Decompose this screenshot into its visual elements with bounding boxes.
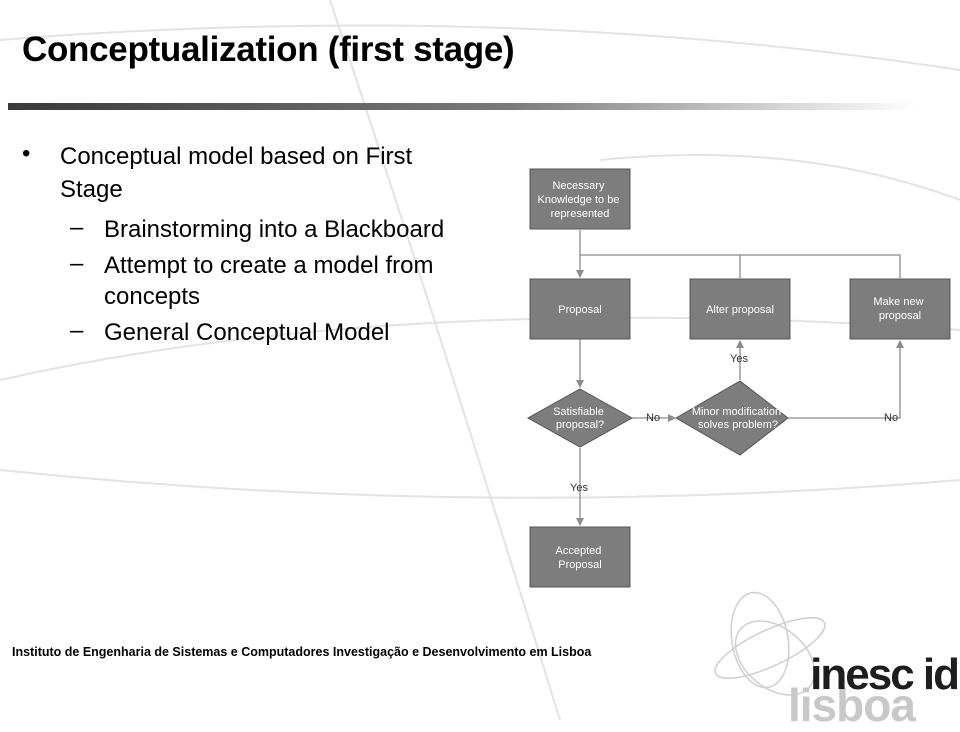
- sub-bullet-dash: –: [70, 250, 84, 277]
- label-yes: Yes: [730, 353, 748, 365]
- svg-text:Make new proposal: Make new proposal: [873, 296, 926, 322]
- node-text-line: Make new: [873, 296, 923, 308]
- flowchart: No Yes No Yes Necessary Knowledge to be …: [526, 168, 951, 588]
- svg-text:Minor modification solve: Minor modification solves problem?: [692, 406, 784, 431]
- node-text-line: proposal: [879, 310, 921, 322]
- title-divider: [8, 103, 918, 110]
- node-text-line: Minor modification: [692, 406, 781, 418]
- node-text-line: Proposal: [558, 559, 601, 571]
- flowchart-edges: [576, 230, 904, 526]
- sub-bullet-2: Attempt to create a model from concepts: [104, 252, 434, 310]
- node-text-line: Accepted: [556, 545, 602, 557]
- node-necessary-knowledge: Necessary Knowledge to be represented: [529, 168, 631, 230]
- label-no: No: [884, 412, 898, 424]
- svg-text:Alter proposal: Alter proposal: [706, 304, 774, 316]
- node-make-new-proposal: Make new proposal: [849, 278, 951, 340]
- slide-title: Conceptualization (first stage): [22, 30, 515, 69]
- node-minor-modification: Minor modification solves problem?: [675, 380, 789, 456]
- logo-inesc-id: inesc id: [810, 650, 960, 699]
- node-text-line: Proposal: [558, 304, 601, 316]
- bullet-main: Conceptual model based on First Stage: [60, 143, 413, 203]
- node-text-line: represented: [551, 208, 610, 220]
- bullet-marker: •: [22, 140, 31, 167]
- edge-new-to-proposal: [740, 254, 901, 278]
- node-text-line: proposal?: [556, 419, 604, 431]
- svg-text:Proposal: Proposal: [558, 304, 601, 316]
- node-text-line: Satisfiable: [553, 406, 604, 418]
- inesc-id-logo: lisboa inesc id: [770, 640, 960, 731]
- label-no: No: [646, 412, 660, 424]
- node-accepted-proposal: Accepted Proposal: [529, 526, 631, 588]
- node-alter-proposal: Alter proposal: [689, 278, 791, 340]
- node-text-line: Alter proposal: [706, 304, 774, 316]
- sub-bullet-3: General Conceptual Model: [104, 319, 390, 346]
- edge-alter-to-proposal: [580, 254, 741, 278]
- svg-text:Satisfiable proposal?: Satisfiable proposal?: [553, 406, 607, 431]
- node-text-line: Necessary: [552, 180, 604, 192]
- node-proposal: Proposal: [529, 278, 631, 340]
- svg-text:Accepted Proposal: Accepted Proposal: [556, 545, 605, 571]
- label-yes: Yes: [570, 482, 588, 494]
- sub-bullet-dash: –: [70, 317, 84, 344]
- sub-bullet-1: Brainstorming into a Blackboard: [104, 216, 445, 243]
- svg-text:Necessary Knowledge to b: Necessary Knowledge to be represented: [537, 180, 622, 220]
- sub-bullet-dash: –: [70, 214, 84, 241]
- edge-minor-no: [788, 340, 904, 419]
- node-text-line: Knowledge to be: [537, 194, 619, 206]
- node-text-line: solves problem?: [698, 419, 778, 431]
- node-satisfiable-proposal: Satisfiable proposal?: [526, 388, 634, 448]
- footer-institution: Instituto de Engenharia de Sistemas e Co…: [12, 645, 592, 659]
